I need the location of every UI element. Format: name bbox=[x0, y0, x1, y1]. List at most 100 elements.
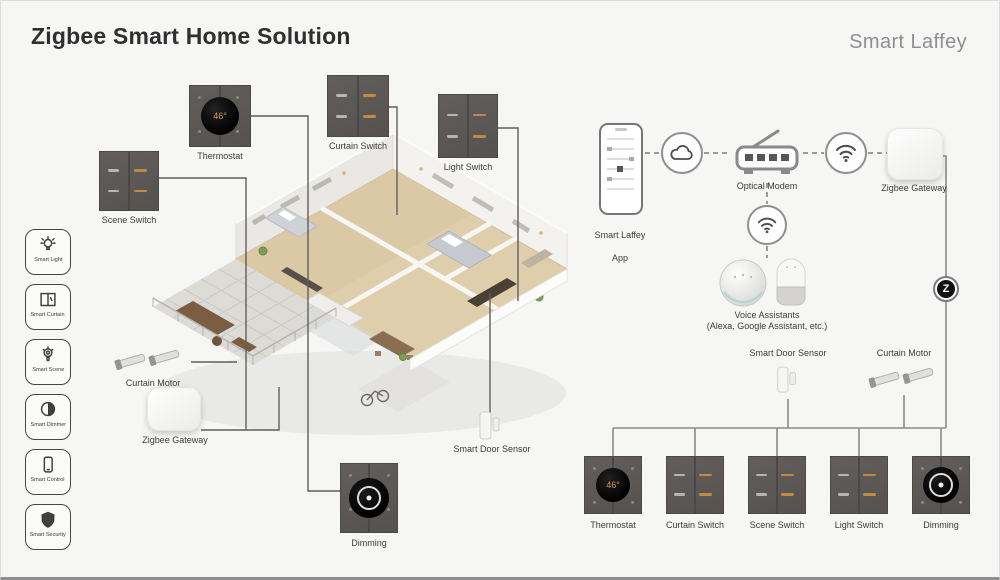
bicycle-icon bbox=[360, 389, 390, 407]
zigbee-gateway-device bbox=[147, 387, 201, 431]
switch-button bbox=[335, 94, 347, 97]
dimming-device bbox=[340, 463, 398, 533]
door-sensor-label-right: Smart Door Sensor bbox=[749, 348, 827, 358]
switch-button bbox=[472, 135, 486, 138]
zigbee-gateway-label: Zigbee Gateway bbox=[142, 435, 208, 445]
dimming-label: Dimming bbox=[351, 538, 387, 548]
device-label-scene-switch: Scene Switch bbox=[749, 520, 805, 530]
feature-label: Smart Control bbox=[30, 477, 66, 483]
curtain-icon bbox=[40, 292, 56, 307]
dimming-dial bbox=[923, 467, 959, 503]
light-bulb-icon bbox=[40, 236, 56, 250]
feature-smart-scene: Smart Scene bbox=[25, 339, 71, 385]
scene-bulb-icon bbox=[42, 346, 54, 362]
switch-button bbox=[781, 493, 795, 496]
dimming-ticks bbox=[341, 464, 397, 532]
light-switch-label: Light Switch bbox=[443, 162, 493, 172]
curtain-motor-label-right: Curtain Motor bbox=[876, 348, 932, 358]
wifi-node-2 bbox=[747, 205, 787, 245]
switch-button bbox=[838, 493, 850, 496]
smartphone-icon bbox=[43, 456, 53, 473]
thermostat-ticks bbox=[190, 86, 250, 146]
thermostat-device: 46° bbox=[189, 85, 251, 147]
switch-button bbox=[362, 115, 376, 118]
thermostat-label: Thermostat bbox=[197, 151, 243, 161]
curtain-motor-icon bbox=[114, 349, 180, 370]
thermostat-display: 46° bbox=[596, 468, 630, 502]
curtain-motor-label: Curtain Motor bbox=[125, 378, 181, 388]
smart-laffey-app-phone bbox=[599, 123, 643, 215]
page-title: Zigbee Smart Home Solution bbox=[31, 23, 351, 49]
feature-label: Smart Dimmer bbox=[30, 422, 66, 428]
switch-button bbox=[107, 169, 119, 172]
dimming-device-right bbox=[912, 456, 970, 514]
switch-button bbox=[756, 493, 768, 496]
optical-modem-icon bbox=[735, 129, 799, 174]
wifi-icon bbox=[836, 144, 856, 162]
shield-icon bbox=[41, 511, 55, 528]
switch-button bbox=[133, 189, 147, 193]
door-sensor-label: Smart Door Sensor bbox=[453, 444, 531, 454]
light-switch-device bbox=[438, 94, 498, 158]
voice-assistants-icon bbox=[719, 258, 806, 307]
wifi-icon bbox=[757, 217, 777, 234]
app-label-line2: App bbox=[611, 252, 628, 263]
switch-button bbox=[674, 473, 686, 477]
switch-button bbox=[699, 473, 713, 477]
feature-smart-curtain: Smart Curtain bbox=[25, 284, 71, 330]
switch-button bbox=[107, 189, 119, 193]
switch-button bbox=[133, 169, 147, 172]
curtain-switch-device bbox=[327, 75, 389, 137]
device-label-light-switch: Light Switch bbox=[834, 520, 884, 530]
brand-logo: Smart Laffey bbox=[849, 31, 967, 53]
cloud-node bbox=[661, 132, 703, 174]
zigbee-gateway-device-right bbox=[887, 128, 943, 180]
switch-button bbox=[838, 473, 850, 477]
door-sensor-icon bbox=[479, 411, 500, 440]
device-label-curtain-switch: Curtain Switch bbox=[665, 520, 725, 530]
device-label-dimming: Dimming bbox=[923, 520, 959, 530]
zigbee-protocol-badge: Z bbox=[933, 276, 959, 302]
voice-label-line2: (Alexa, Google Assistant, etc.) bbox=[706, 321, 828, 332]
switch-button bbox=[863, 473, 877, 477]
floor-plan-illustration bbox=[152, 132, 569, 412]
curtain-motor-icon-right bbox=[868, 367, 934, 388]
optical-modem-label: Optical Modem bbox=[736, 181, 798, 191]
switch-button bbox=[446, 135, 458, 138]
feature-label: Smart Curtain bbox=[30, 312, 66, 318]
scene-switch-label: Scene Switch bbox=[101, 215, 157, 225]
cloud-icon bbox=[670, 145, 693, 160]
light-switch-device-right bbox=[830, 456, 888, 514]
switch-button bbox=[674, 493, 686, 496]
app-label-line1: Smart Laffey bbox=[594, 230, 646, 241]
feature-label: Smart Light bbox=[33, 257, 63, 263]
thermostat-ticks bbox=[585, 457, 641, 513]
switch-button bbox=[472, 113, 486, 117]
dimming-dial bbox=[349, 478, 389, 518]
door-sensor-icon-right bbox=[777, 366, 796, 393]
switch-button bbox=[756, 473, 768, 477]
device-label-thermostat: Thermostat bbox=[590, 520, 636, 530]
scene-switch-device-right bbox=[748, 456, 806, 514]
dimmer-icon bbox=[40, 401, 56, 417]
voice-label-line1: Voice Assistants bbox=[734, 310, 800, 320]
curtain-switch-device-right bbox=[666, 456, 724, 514]
switch-button bbox=[335, 115, 347, 118]
switch-button bbox=[781, 473, 795, 477]
switch-button bbox=[362, 94, 376, 97]
app-label: Smart Laffey App bbox=[570, 219, 670, 264]
thermostat-display: 46° bbox=[201, 97, 239, 135]
zigbee-gateway-label-right: Zigbee Gateway bbox=[881, 183, 947, 193]
dimming-ticks bbox=[913, 457, 969, 513]
voice-assistants-label: Voice Assistants (Alexa, Google Assistan… bbox=[647, 310, 887, 333]
feature-label: Smart Security bbox=[29, 532, 67, 538]
curtain-switch-label: Curtain Switch bbox=[328, 141, 388, 151]
app-screen bbox=[607, 138, 634, 190]
feature-smart-light: Smart Light bbox=[25, 229, 71, 275]
scene-switch-device bbox=[99, 151, 159, 211]
switch-button bbox=[446, 113, 458, 117]
feature-smart-dimmer: Smart Dimmer bbox=[25, 394, 71, 440]
feature-label: Smart Scene bbox=[32, 367, 64, 373]
thermostat-device-right: 46° bbox=[584, 456, 642, 514]
